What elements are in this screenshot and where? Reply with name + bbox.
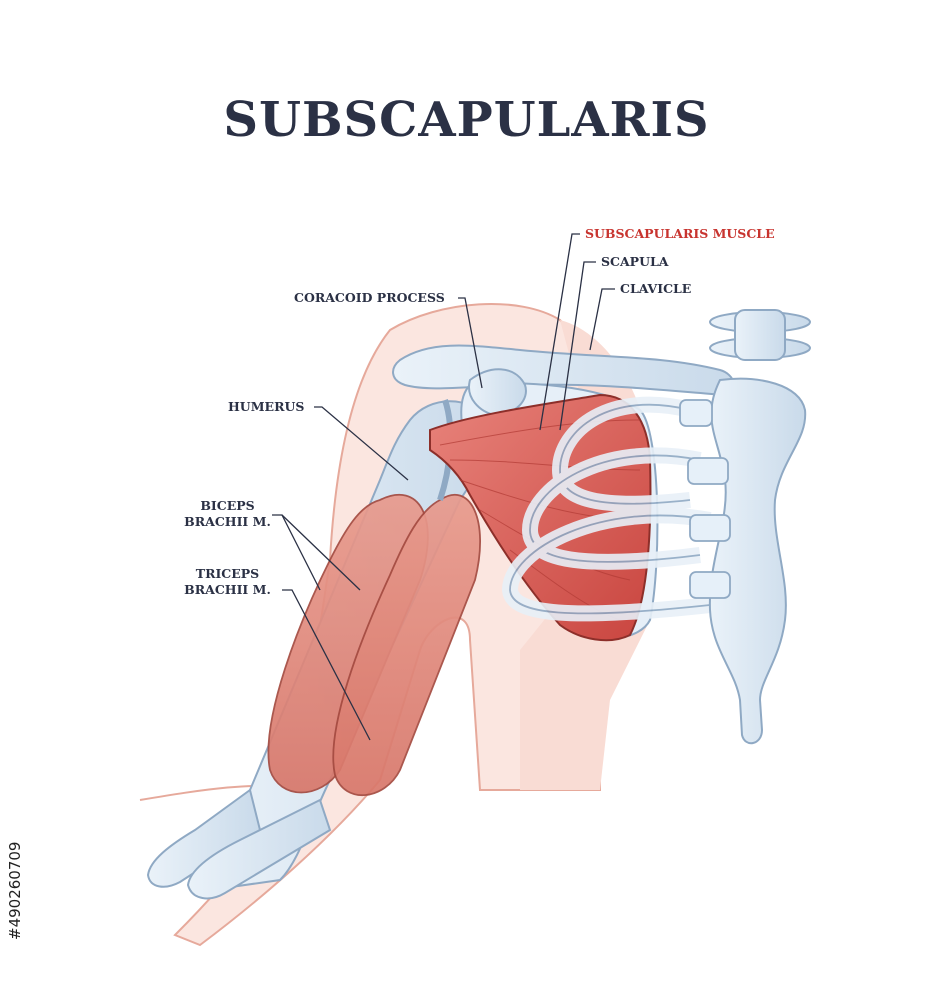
vertebrae xyxy=(709,309,811,361)
label-biceps-line1: BICEPS xyxy=(200,498,255,513)
radius-bone xyxy=(186,798,332,900)
label-subscapularis-muscle: SUBSCAPULARIS MUSCLE xyxy=(585,226,775,241)
sternum-bone xyxy=(708,377,807,745)
leader-lines xyxy=(272,233,615,741)
label-humerus: HUMERUS xyxy=(228,399,305,414)
ulna-bone xyxy=(146,788,262,888)
label-biceps: BICEPS BRACHII M. xyxy=(180,498,275,530)
stock-id-watermark: #490260709 xyxy=(6,841,24,940)
label-triceps: TRICEPS BRACHII M. xyxy=(180,566,275,598)
label-clavicle: CLAVICLE xyxy=(620,281,692,296)
page-title: SUBSCAPULARIS xyxy=(223,92,710,148)
costal-cartilage xyxy=(679,399,731,599)
biceps-muscle xyxy=(332,493,481,797)
label-biceps-line2: BRACHII M. xyxy=(184,514,271,529)
label-coracoid-process: CORACOID PROCESS xyxy=(294,290,445,305)
label-triceps-line1: TRICEPS xyxy=(195,566,260,581)
coracoid-process-bone xyxy=(468,368,527,417)
ribcage xyxy=(501,396,712,622)
label-triceps-line2: BRACHII M. xyxy=(184,582,271,597)
label-scapula: SCAPULA xyxy=(601,254,669,269)
